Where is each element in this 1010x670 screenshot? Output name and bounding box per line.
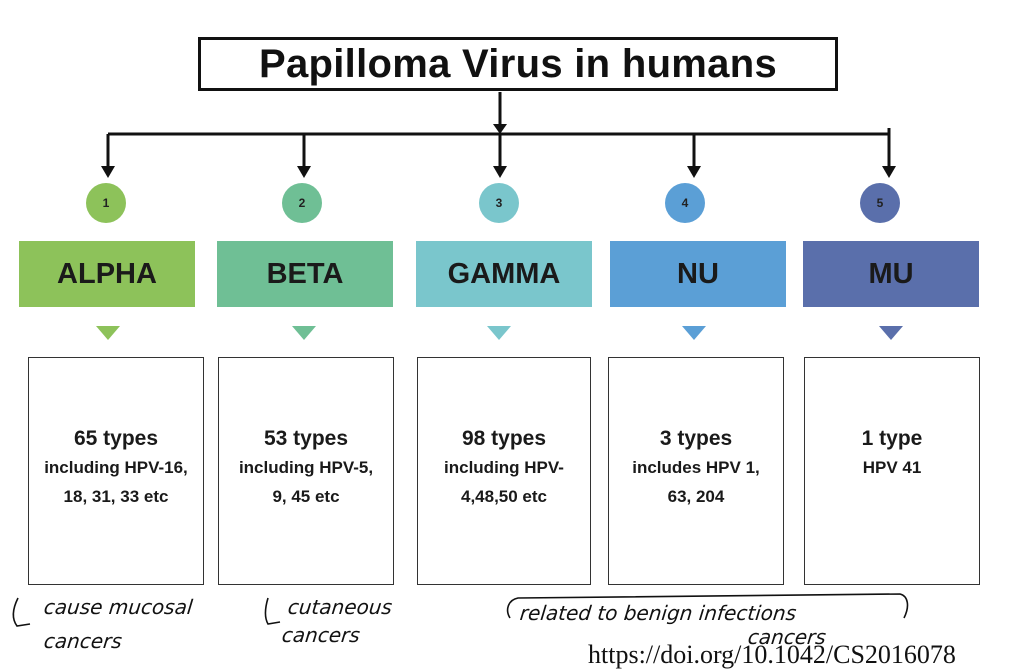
card-mu: 1 type HPV 41 — [804, 357, 980, 585]
genus-label-beta: BETA — [217, 241, 393, 307]
beta-note-line2: cancers — [280, 623, 362, 647]
badge-nu: 4 — [665, 183, 705, 223]
badge-mu: 5 — [860, 183, 900, 223]
card-beta-detail: including HPV-5, 9, 45 etc — [238, 458, 374, 506]
card-beta-count: 53 types — [263, 427, 349, 450]
card-gamma-detail: including HPV-4,48,50 etc — [444, 458, 564, 506]
card-alpha-count: 65 types — [73, 427, 159, 450]
badge-alpha: 1 — [86, 183, 126, 223]
card-gamma: 98 types including HPV-4,48,50 etc — [417, 357, 591, 585]
alpha-note-line2: cancers — [42, 629, 124, 653]
pointer-mu — [879, 326, 903, 340]
card-alpha: 65 types including HPV-16, 18, 31, 33 et… — [28, 357, 204, 585]
pointer-alpha — [96, 326, 120, 340]
card-alpha-detail: including HPV-16, 18, 31, 33 etc — [44, 458, 188, 506]
trunk-arrowhead — [493, 124, 507, 134]
badge-gamma: 3 — [479, 183, 519, 223]
genus-label-nu: NU — [610, 241, 786, 307]
alpha-note-hook — [12, 597, 31, 627]
card-mu-detail: HPV 41 — [862, 458, 922, 477]
genus-label-alpha: ALPHA — [19, 241, 195, 307]
pointer-nu — [682, 326, 706, 340]
genus-label-gamma: GAMMA — [416, 241, 592, 307]
card-gamma-count: 98 types — [461, 427, 547, 450]
alpha-note-line1: cause mucosal — [42, 595, 194, 619]
card-nu-detail: includes HPV 1, 63, 204 — [632, 458, 760, 506]
card-mu-count: 1 type — [861, 427, 923, 450]
card-nu-count: 3 types — [659, 427, 733, 450]
pointer-beta — [292, 326, 316, 340]
card-beta: 53 types including HPV-5, 9, 45 etc — [218, 357, 394, 585]
card-nu: 3 types includes HPV 1, 63, 204 — [608, 357, 784, 585]
benign-note-line1: related to benign infections — [518, 601, 798, 625]
beta-note-hook — [264, 597, 281, 625]
diagram-title: Papilloma Virus in humans — [198, 37, 838, 91]
pointer-gamma — [487, 326, 511, 340]
genus-label-mu: MU — [803, 241, 979, 307]
beta-note-line1: cutaneous — [286, 595, 394, 619]
branch-drops — [101, 134, 896, 178]
source-link[interactable]: https://doi.org/10.1042/CS2016078 — [588, 640, 956, 669]
badge-beta: 2 — [282, 183, 322, 223]
benign-note-bracket — [506, 593, 909, 619]
